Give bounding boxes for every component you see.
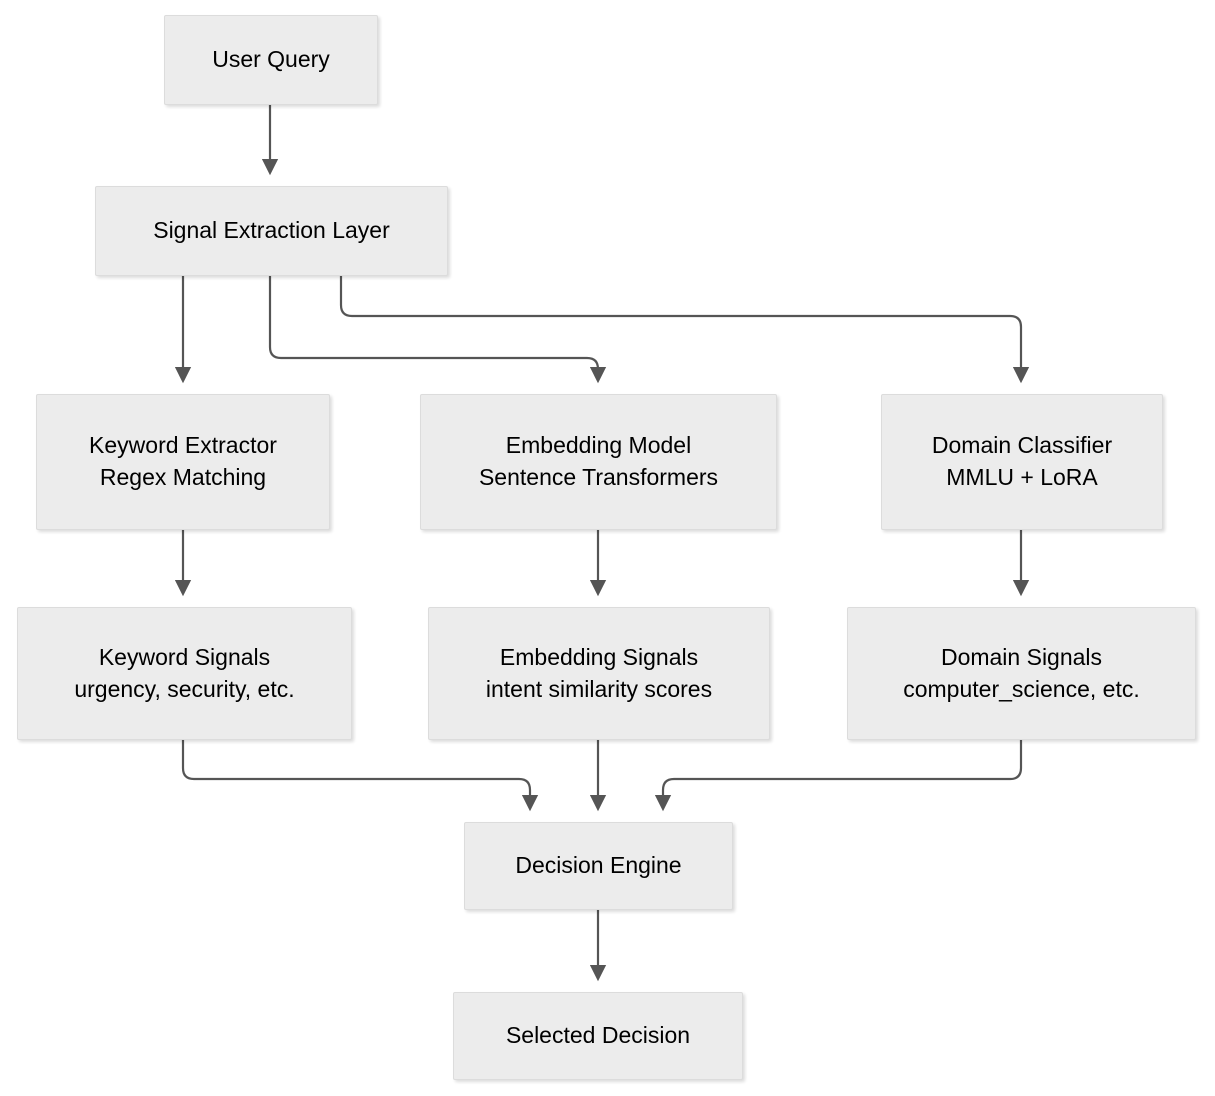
node-domain-signals-label-line2: computer_science, etc. <box>903 675 1140 702</box>
edge-signal-extraction-to-domain-classifier <box>339 276 1030 384</box>
node-user-query-label-line1: User Query <box>212 46 330 73</box>
node-keyword-extractor[interactable]: Keyword Extractor Regex Matching <box>36 394 330 530</box>
node-user-query[interactable]: User Query <box>164 15 378 105</box>
node-domain-signals-label-line1: Domain Signals <box>940 643 1103 670</box>
node-keyword-signals[interactable]: Keyword Signals urgency, security, etc. <box>17 607 352 740</box>
node-embedding-signals-label-line1: Embedding Signals <box>499 643 699 670</box>
node-keyword-extractor-label-line2: Regex Matching <box>99 464 267 490</box>
node-embedding-signals-label-line2: intent similarity scores <box>485 675 713 702</box>
node-embedding-signals[interactable]: Embedding Signals intent similarity scor… <box>428 607 770 740</box>
node-embedding-model-label-line2: Sentence Transformers <box>478 464 719 490</box>
node-keyword-extractor-label-line1: Keyword Extractor <box>89 432 277 459</box>
node-selected-decision-label-line1: Selected Decision <box>505 1022 691 1049</box>
node-domain-classifier-label-line1: Domain Classifier <box>931 432 1113 459</box>
edge-signal-extraction-to-embedding-model <box>268 276 607 384</box>
edge-keyword-signals-to-decision-engine <box>181 740 539 812</box>
node-decision-engine[interactable]: Decision Engine <box>464 822 733 910</box>
node-decision-engine-label-line1: Decision Engine <box>515 852 682 879</box>
node-keyword-signals-label-line2: urgency, security, etc. <box>74 675 295 702</box>
node-domain-classifier-label-line2: MMLU + LoRA <box>946 464 1098 490</box>
node-domain-classifier[interactable]: Domain Classifier MMLU + LoRA <box>881 394 1163 530</box>
node-selected-decision[interactable]: Selected Decision <box>453 992 743 1080</box>
node-keyword-signals-label-line1: Keyword Signals <box>98 643 271 670</box>
edge-domain-signals-to-decision-engine <box>654 740 1023 812</box>
node-embedding-model[interactable]: Embedding Model Sentence Transformers <box>420 394 777 530</box>
node-domain-signals[interactable]: Domain Signals computer_science, etc. <box>847 607 1196 740</box>
node-signal-extraction-layer[interactable]: Signal Extraction Layer <box>95 186 448 276</box>
node-embedding-model-label-line1: Embedding Model <box>505 432 692 459</box>
node-signal-extraction-layer-label-line1: Signal Extraction Layer <box>153 217 390 244</box>
